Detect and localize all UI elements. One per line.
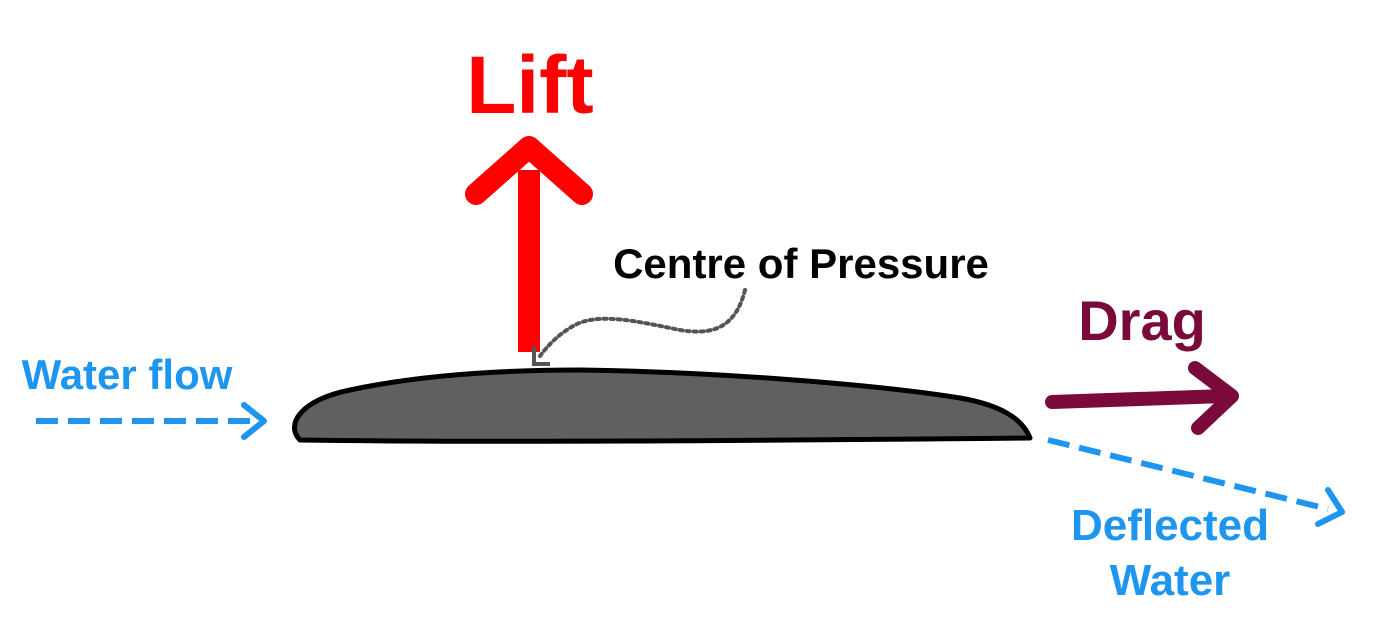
water-flow-label: Water flow [22, 351, 233, 398]
deflected-water-arrow [1047, 437, 1345, 527]
centre-of-pressure-label: Centre of Pressure [613, 240, 989, 287]
deflected-water-label-line2: Water [1110, 556, 1231, 605]
water-flow-arrow [36, 402, 267, 440]
lift-label: Lift [466, 40, 593, 131]
hydrofoil-shape [292, 367, 1033, 444]
centre-of-pressure-pointer [532, 288, 747, 366]
deflected-water-label-line1: Deflected [1071, 501, 1269, 550]
drag-arrow [1045, 361, 1239, 435]
drag-label: Drag [1078, 289, 1206, 352]
lift-arrow [465, 136, 593, 352]
